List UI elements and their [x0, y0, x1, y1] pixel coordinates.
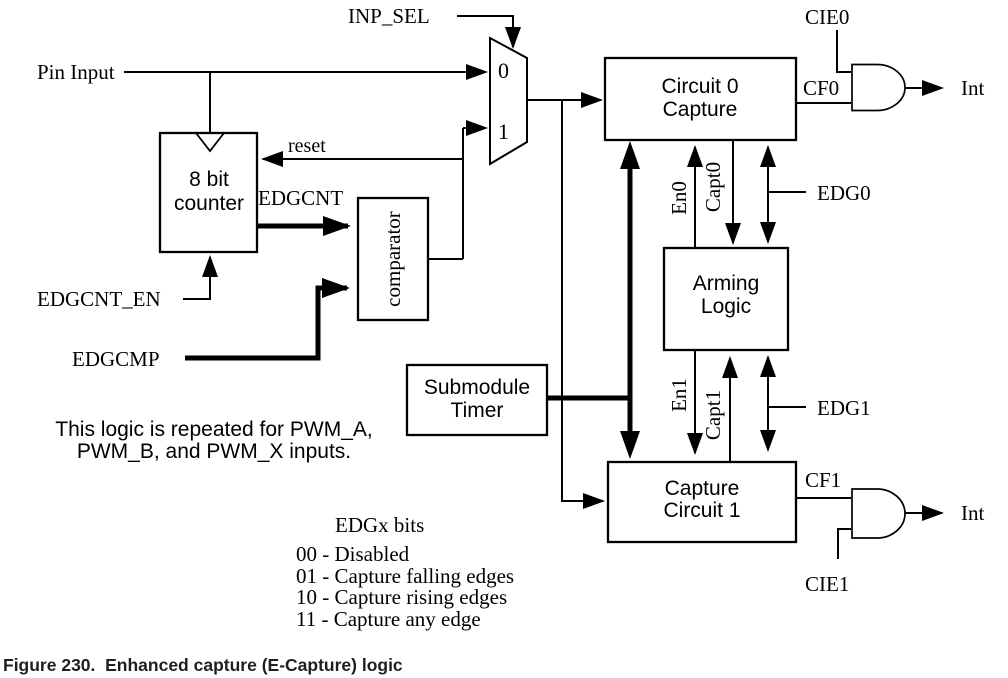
capture-circuit1-block: [606, 460, 798, 544]
capt0-label: Capt0: [701, 162, 725, 212]
legend-title: EDGx bits: [335, 513, 424, 537]
input-mux-shape: [489, 36, 528, 166]
counter-block: [158, 131, 259, 254]
comparator-block-label: comparator: [381, 211, 405, 307]
en0-label: En0: [667, 181, 691, 215]
capt1-label: Capt1: [701, 390, 725, 440]
wire-edgcmp-bus: [185, 278, 350, 361]
circuit1-label-line1: Capture: [665, 477, 740, 500]
thick-wires: [185, 141, 640, 459]
submodule-timer-block: [405, 363, 549, 437]
comparator-block: [356, 196, 430, 322]
mux-input-0-label: 0: [498, 58, 509, 83]
counter-label-line2: counter: [174, 192, 244, 215]
inp-sel-label: INP_SEL: [348, 4, 430, 28]
edgcnt-en-label: EDGCNT_EN: [37, 287, 161, 311]
int-top-label: Int: [961, 76, 984, 100]
circuit0-label-line2: Capture: [663, 98, 738, 121]
en1-label: En1: [667, 378, 691, 412]
arming-logic-block: [662, 246, 790, 352]
and-gate-1: [851, 488, 906, 539]
wire-cie0: [836, 30, 851, 73]
wire-inp-sel: [457, 15, 521, 49]
legend-item-01: 01 - Capture falling edges: [296, 564, 514, 588]
arming-logic-label-line1: Arming: [693, 272, 760, 295]
pin-input-label: Pin Input: [37, 60, 115, 84]
cf1-label: CF1: [805, 468, 841, 492]
timer-up-arrowhead: [620, 141, 640, 169]
reset-label: reset: [288, 135, 326, 157]
int-bottom-label: Int: [961, 501, 984, 525]
edg1-label: EDG1: [817, 396, 871, 420]
submodule-timer-label-line1: Submodule: [424, 376, 530, 399]
circuit0-capture-block: [603, 56, 798, 142]
legend-item-10: 10 - Capture rising edges: [296, 585, 507, 609]
legend-item-11: 11 - Capture any edge: [296, 607, 481, 631]
figure-caption: Figure 230. Enhanced capture (E-Capture)…: [3, 655, 403, 675]
cie0-label: CIE0: [805, 5, 849, 29]
legend-item-00: 00 - Disabled: [296, 542, 410, 566]
wires: [124, 15, 944, 559]
note-line1: This logic is repeated for PWM_A,: [55, 418, 372, 441]
wire-edgcnt-en: [183, 255, 218, 300]
timer-down-arrowhead: [620, 431, 640, 459]
counter-label-line1: 8 bit: [189, 168, 229, 191]
circuit1-label-line2: Circuit 1: [663, 499, 740, 522]
cie1-label: CIE1: [805, 572, 849, 596]
wire-mux-out-to-circuit1: [561, 100, 605, 509]
note-line2: PWM_B, and PWM_X inputs.: [77, 440, 351, 463]
edgcmp-label: EDGCMP: [72, 347, 160, 371]
wire-cie1: [837, 528, 851, 559]
edg0-label: EDG0: [817, 181, 871, 205]
clock-wedge-icon: [195, 132, 225, 153]
arming-logic-label-line2: Logic: [701, 295, 751, 318]
submodule-timer-label-line2: Timer: [451, 399, 504, 422]
and-gate-0: [851, 63, 906, 112]
circuit0-label-line1: Circuit 0: [661, 75, 738, 98]
cf0-label: CF0: [803, 76, 839, 100]
mux-input-1-label: 1: [498, 119, 509, 144]
edgcnt-label: EDGCNT: [258, 186, 343, 210]
